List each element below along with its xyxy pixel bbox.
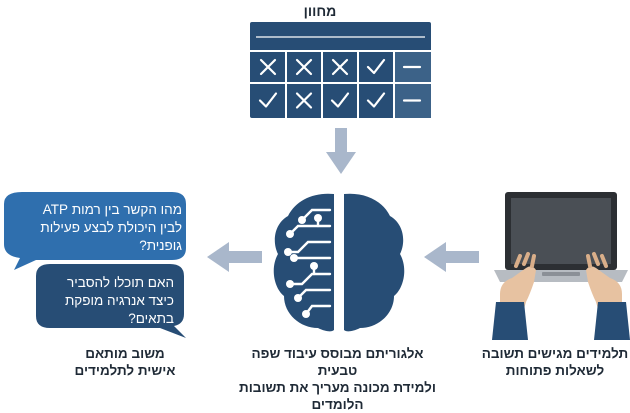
laptop-typing-icon	[492, 192, 630, 340]
caption-line: לשאלות פתוחות	[505, 363, 605, 378]
check-icon	[366, 92, 386, 108]
arrow-left-icon	[207, 242, 262, 272]
bubble-line: בתאים?	[128, 311, 174, 326]
arrow-left-icon	[424, 242, 479, 272]
speech-bubble-question-2: האם תוכלו להסביר כיצד אנרגיה מופקת בתאים…	[40, 274, 174, 328]
brain-circuit-icon	[273, 193, 405, 332]
bubble-line: מהו הקשר בין רמות ATP	[42, 202, 182, 217]
bubble-line: כיצד אנרגיה מופקת	[64, 293, 174, 308]
caption-line: אישית לתלמידים	[74, 363, 176, 378]
speech-bubble-question-1: מהו הקשר בין רמות ATP לבין היכולת לבצע פ…	[12, 201, 182, 255]
caption-students-submit: תלמידים מגישים תשובה לשאלות פתוחות	[480, 345, 630, 379]
speech-bubble-shape	[4, 192, 186, 270]
caption-personalized-feedback: משוב מותאם אישית לתלמידים	[55, 345, 195, 379]
caption-line: תלמידים מגישים תשובה	[481, 346, 629, 361]
check-icon	[258, 92, 278, 108]
arrow-down-icon	[326, 128, 356, 174]
check-icon	[330, 92, 350, 108]
x-icon	[295, 92, 313, 109]
x-icon	[331, 58, 349, 76]
rubric-title: מחוון	[303, 3, 337, 19]
speech-bubble-shape	[36, 264, 186, 338]
caption-line: משוב מותאם	[85, 346, 165, 361]
rubric-table	[250, 22, 431, 118]
caption-line: אלגוריתם מבוסס עיבוד שפה טבעית	[251, 346, 424, 378]
caption-line: ולמידת מכונה מעריך את תשובות הלומדים	[239, 380, 436, 412]
x-icon	[259, 58, 277, 76]
bubble-line: גופנית?	[139, 238, 182, 253]
check-icon	[366, 58, 386, 75]
bubble-line: האם תוכלו להסביר	[67, 275, 174, 290]
x-icon	[295, 58, 313, 76]
bubble-line: לבין היכולת לבצע פעילות	[40, 220, 182, 235]
caption-nlp-algorithm: אלגוריתם מבוסס עיבוד שפה טבעית ולמידת מכ…	[230, 345, 445, 413]
